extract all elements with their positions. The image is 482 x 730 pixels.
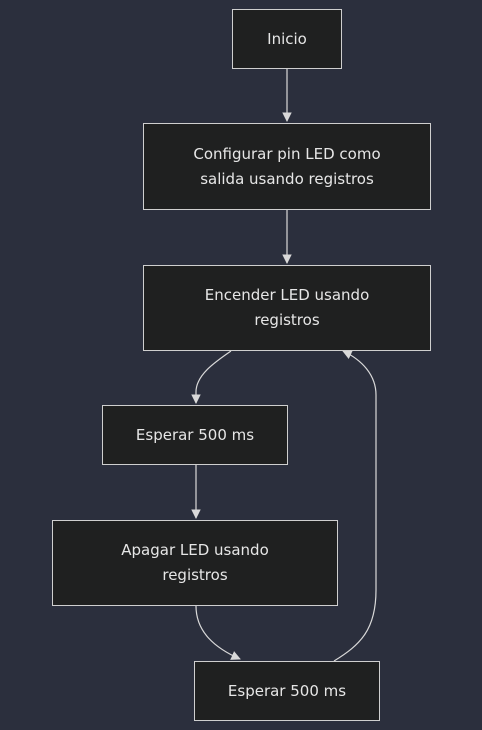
node-esperar-1: Esperar 500 ms — [102, 405, 288, 465]
node-esperar-2: Esperar 500 ms — [194, 661, 380, 721]
node-esperar-2-label: Esperar 500 ms — [227, 681, 347, 700]
node-inicio-label: Inicio — [267, 29, 307, 48]
edge-apagar-to-esperar — [195, 605, 241, 660]
edge-encender-to-esperar — [191, 350, 232, 404]
node-esperar-1-label: Esperar 500 ms — [135, 425, 255, 444]
node-configurar-pin-label: Configurar pin LED como salida usando re… — [193, 144, 381, 188]
node-encender-led-label: Encender LED usando registros — [204, 286, 370, 329]
node-configurar-pin: Configurar pin LED como salida usando re… — [143, 123, 431, 210]
node-apagar-led-label: Apagar LED usando registros — [121, 541, 269, 584]
node-apagar-led: Apagar LED usando registros — [52, 520, 338, 606]
edge-esperar-to-encender-loop — [333, 350, 377, 662]
node-inicio: Inicio — [232, 9, 342, 69]
node-encender-led: Encender LED usando registros — [143, 265, 431, 351]
